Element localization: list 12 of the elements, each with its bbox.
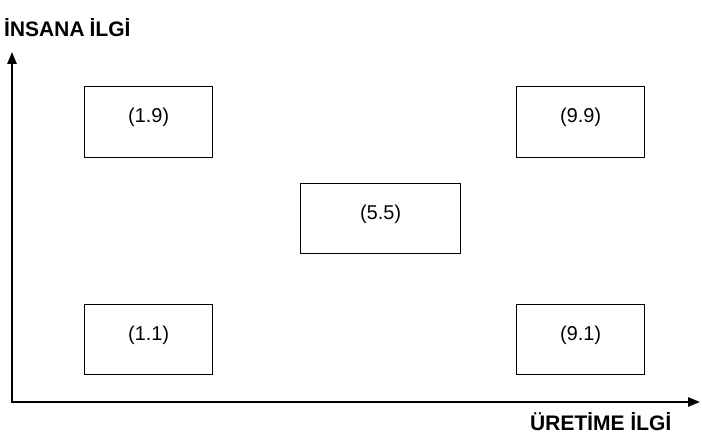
- grid-box: [516, 304, 645, 375]
- grid-box: [516, 86, 645, 158]
- grid-box: [300, 183, 461, 254]
- grid-coordinate: (5.5): [360, 202, 402, 226]
- grid-box: [84, 304, 213, 375]
- grid-coordinate: (9.9): [560, 105, 602, 129]
- grid-box: [84, 86, 213, 158]
- grid-coordinate: (1.1): [128, 323, 170, 347]
- grid-coordinate: (9.1): [560, 323, 602, 347]
- y-axis-title: İNSANA İLGİ: [4, 18, 130, 42]
- grid-coordinate: (1.9): [128, 105, 170, 129]
- x-axis-title: ÜRETİME İLGİ: [530, 412, 672, 436]
